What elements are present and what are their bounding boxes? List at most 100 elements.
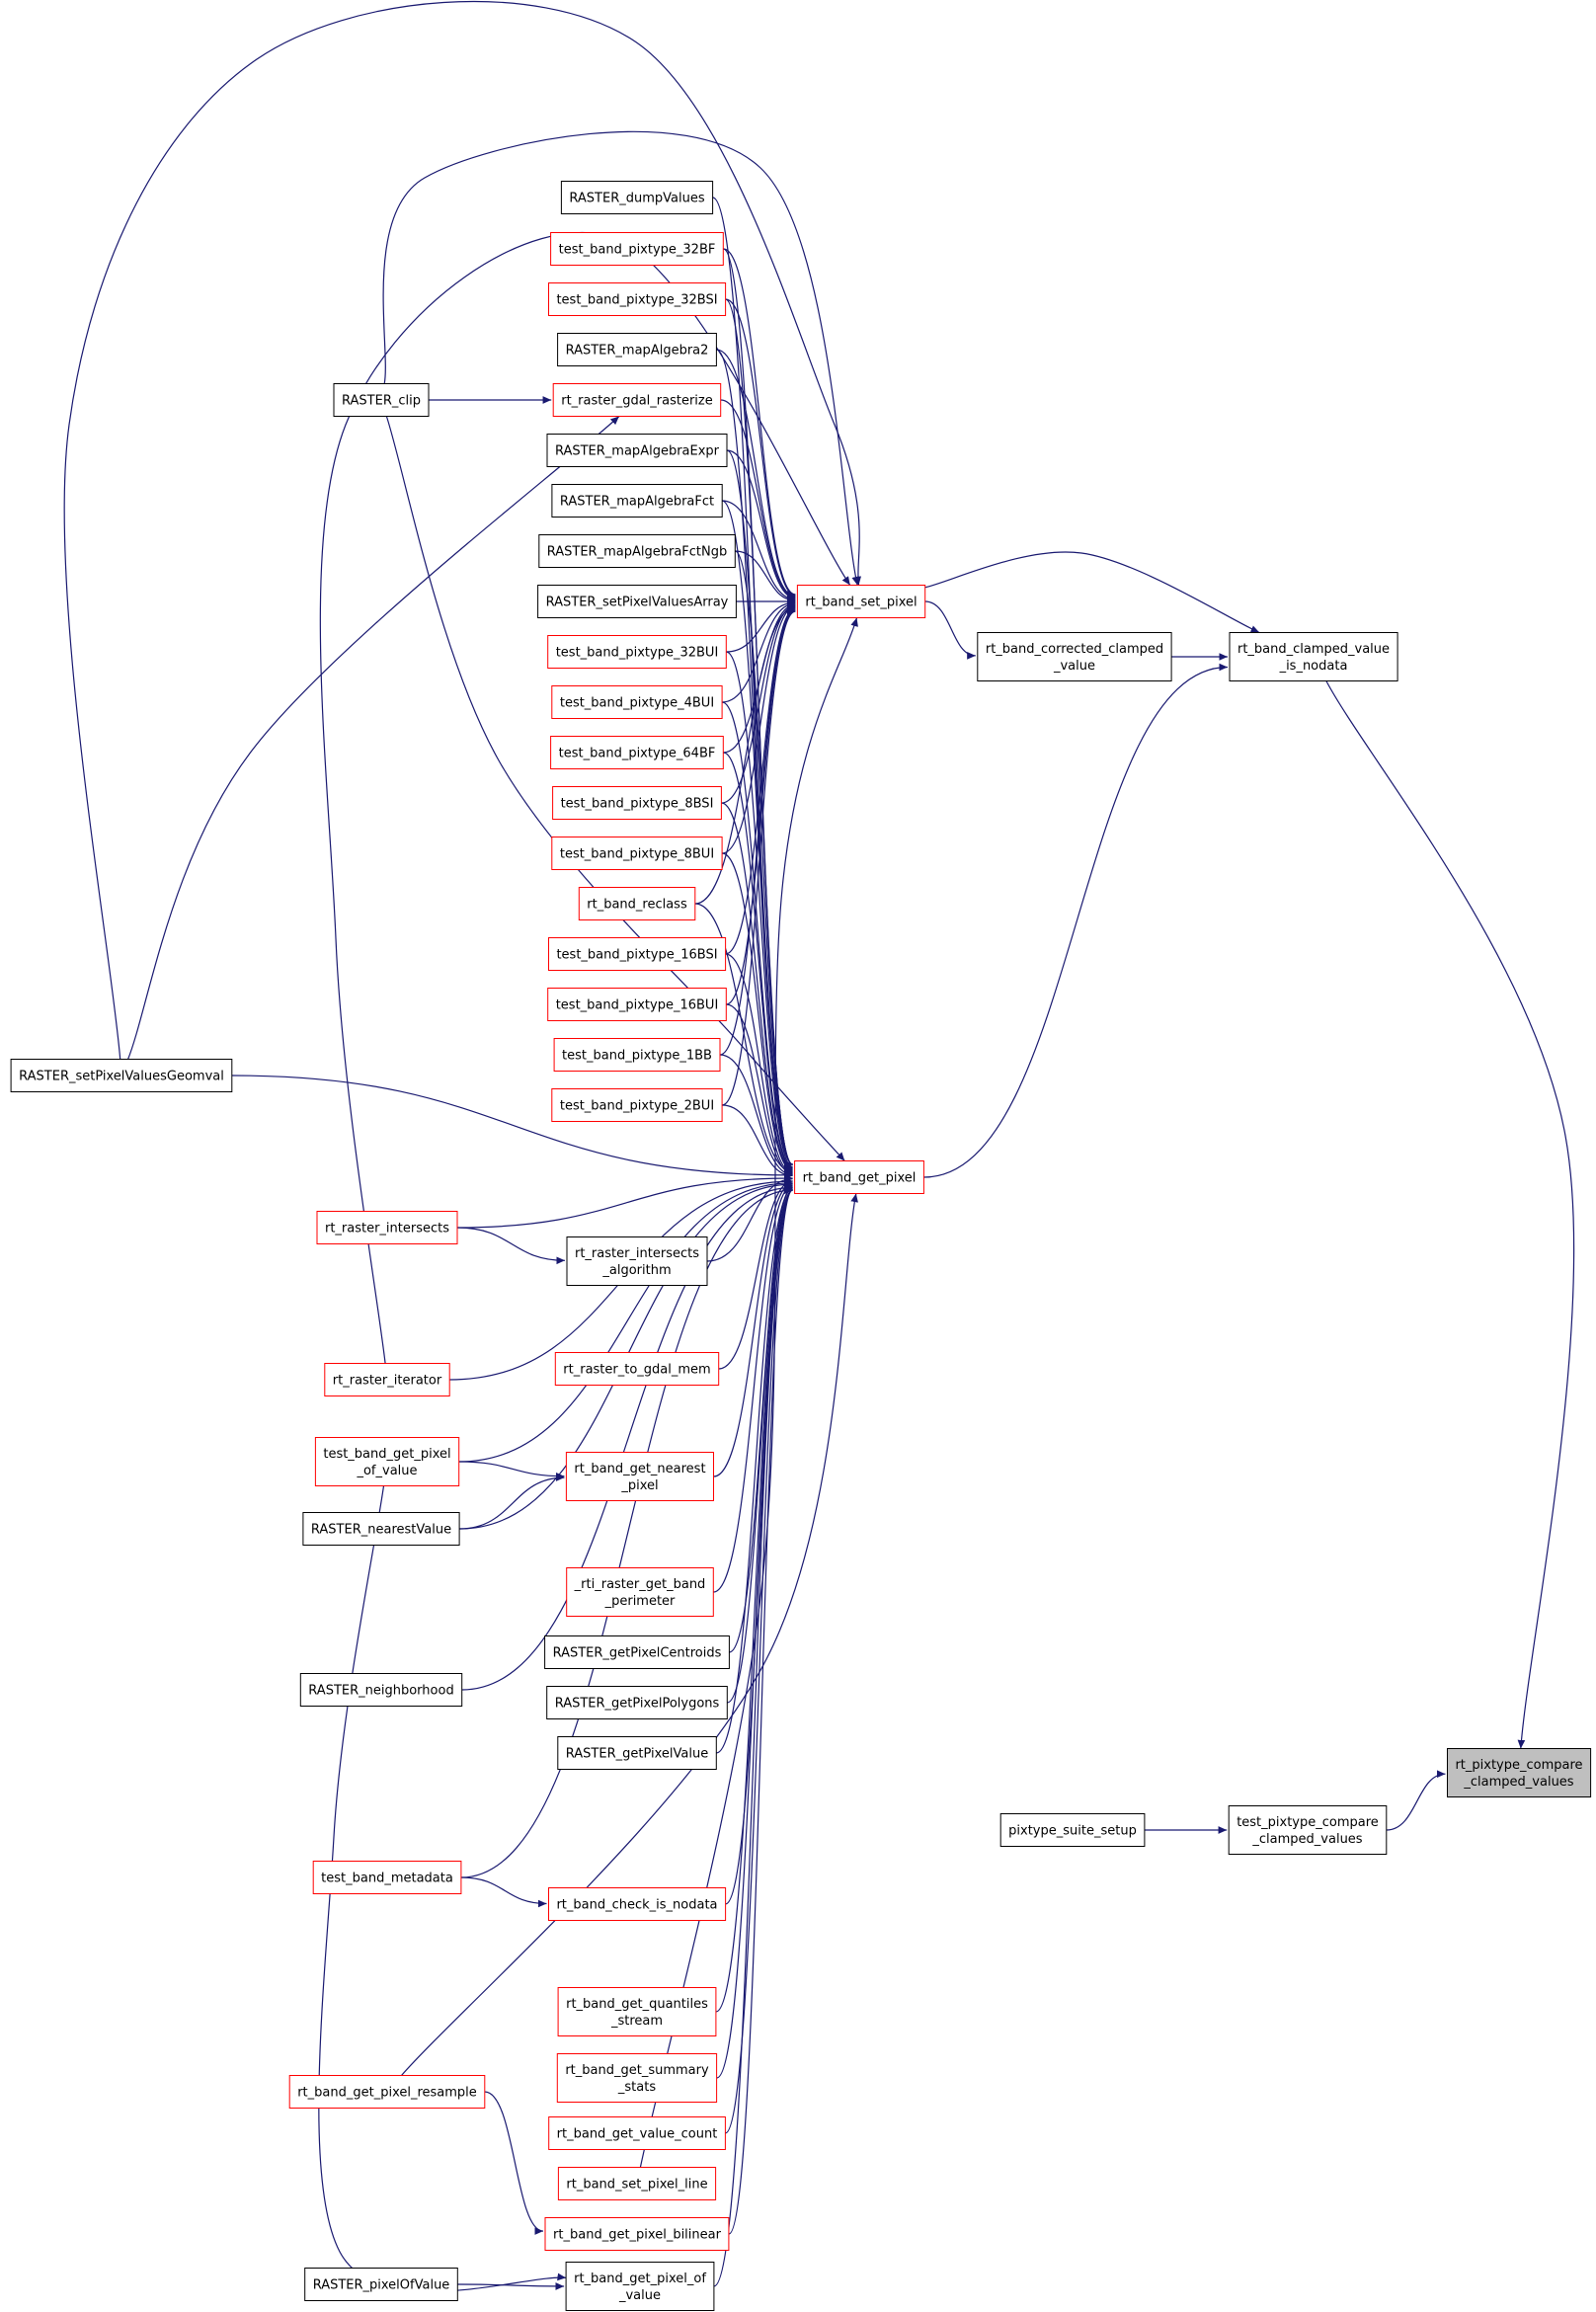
graph-node-test_band_pixtype_4BUI[interactable]: test_band_pixtype_4BUI [551, 685, 723, 719]
graph-node-RASTER_nearestValue[interactable]: RASTER_nearestValue [302, 1512, 460, 1546]
graph-node-rt_band_set_pixel_line[interactable]: rt_band_set_pixel_line [557, 2167, 717, 2200]
graph-node-rt_band_get_summary_stats[interactable]: rt_band_get_summary_stats [556, 2053, 718, 2103]
graph-node-test_band_pixtype_32BUI[interactable]: test_band_pixtype_32BUI [547, 635, 727, 669]
graph-node-test_band_pixtype_64BF[interactable]: test_band_pixtype_64BF [550, 736, 724, 769]
call-edge-test_band_pixtype_8BUI--rt_band_get_pixel [722, 852, 793, 1175]
graph-node-RASTER_mapAlgebraFct[interactable]: RASTER_mapAlgebraFct [551, 484, 723, 518]
graph-node-test_band_pixtype_8BUI[interactable]: test_band_pixtype_8BUI [551, 837, 723, 870]
graph-node-test_band_pixtype_16BUI[interactable]: test_band_pixtype_16BUI [547, 988, 727, 1021]
graph-node-label: rt_band_get_quantiles_stream [566, 1997, 708, 2029]
graph-node-RASTER_getPixelCentroids[interactable]: RASTER_getPixelCentroids [544, 1635, 730, 1669]
graph-node-label: RASTER_setPixelValuesGeomval [19, 1070, 224, 1084]
call-edge-test_band_get_pixel_of_value--rt_band_get_nearest_pixel [458, 1461, 565, 1480]
graph-node-rt_band_clamped_value_is_nodata[interactable]: rt_band_clamped_value_is_nodata [1229, 632, 1398, 681]
call-edge-RASTER_mapAlgebraExpr--rt_band_get_pixel [726, 449, 794, 1168]
call-edge-RASTER_setPixelValuesGeomval--rt_band_set_pixel [63, 0, 862, 1060]
graph-node-rt_raster_intersects[interactable]: rt_raster_intersects [316, 1211, 458, 1244]
call-edge-_rti_raster_get_band_perimeter--rt_band_get_pixel [713, 1181, 793, 1593]
graph-node-label: rt_band_get_nearest_pixel [574, 1462, 705, 1493]
graph-node-rt_raster_to_gdal_mem[interactable]: rt_raster_to_gdal_mem [554, 1352, 720, 1386]
graph-node-RASTER_setPixelValuesGeomval[interactable]: RASTER_setPixelValuesGeomval [10, 1059, 233, 1092]
call-edge-RASTER_mapAlgebraFct--rt_band_set_pixel [722, 500, 796, 603]
graph-node-label: test_pixtype_compare_clamped_values [1237, 1815, 1379, 1847]
graph-node-label: test_band_pixtype_16BSI [556, 948, 717, 963]
graph-node-label: test_band_pixtype_64BF [559, 747, 716, 761]
graph-node-test_band_metadata[interactable]: test_band_metadata [312, 1861, 462, 1894]
call-edge-RASTER_clip--rt_band_set_pixel [382, 130, 859, 586]
graph-node-label: test_band_pixtype_32BUI [556, 646, 719, 661]
graph-node-label: RASTER_getPixelPolygons [555, 1697, 720, 1712]
graph-node-label: RASTER_mapAlgebraExpr [555, 444, 720, 459]
graph-node-label: RASTER_clip [342, 394, 421, 409]
graph-node-RASTER_dumpValues[interactable]: RASTER_dumpValues [560, 181, 714, 214]
call-edge-RASTER_setPixelValuesGeomval--rt_raster_gdal_rasterize [127, 416, 620, 1060]
graph-node-rt_pixtype_compare_clamped_values[interactable]: rt_pixtype_compare_clamped_values [1447, 1748, 1592, 1797]
graph-node-RASTER_mapAlgebraFctNgb[interactable]: RASTER_mapAlgebraFctNgb [538, 534, 736, 568]
call-edge-RASTER_getPixelPolygons--rt_band_get_pixel [727, 1183, 793, 1704]
call-edge-test_band_pixtype_2BUI--rt_band_get_pixel [722, 1104, 793, 1180]
graph-node-label: rt_band_set_pixel [805, 596, 917, 610]
call-edge-rt_band_get_pixel_bilinear--rt_band_get_pixel [728, 1186, 794, 2235]
call-edge-rt_band_set_pixel--rt_band_corrected_clamped_value [924, 600, 976, 660]
graph-node-RASTER_clip[interactable]: RASTER_clip [333, 383, 430, 417]
graph-node-label: _rti_raster_get_band_perimeter [574, 1577, 706, 1609]
graph-node-label: rt_raster_intersects_algorithm [575, 1246, 699, 1278]
graph-node-rt_band_get_pixel_bilinear[interactable]: rt_band_get_pixel_bilinear [544, 2217, 730, 2251]
graph-node-label: rt_band_get_summary_stats [565, 2063, 709, 2095]
call-edge-test_band_get_pixel_of_value--rt_band_get_pixel [458, 1178, 793, 1463]
call-edge-RASTER_mapAlgebraExpr--rt_band_set_pixel [726, 449, 796, 602]
call-edge-RASTER_mapAlgebra2--rt_band_set_pixel [716, 349, 796, 600]
graph-node-label: rt_band_get_value_count [557, 2127, 718, 2142]
graph-node-rt_raster_gdal_rasterize[interactable]: rt_raster_gdal_rasterize [552, 383, 722, 417]
graph-node-_rti_raster_get_band_perimeter[interactable]: _rti_raster_get_band_perimeter [566, 1567, 714, 1617]
graph-node-rt_band_get_value_count[interactable]: rt_band_get_value_count [548, 2116, 726, 2150]
call-edge-test_band_pixtype_1BB--rt_band_get_pixel [719, 1054, 793, 1179]
graph-node-label: RASTER_mapAlgebra2 [566, 344, 709, 359]
graph-node-rt_band_get_pixel_resample[interactable]: rt_band_get_pixel_resample [288, 2075, 486, 2109]
call-edge-rt_band_get_nearest_pixel--rt_band_get_pixel [713, 1179, 793, 1477]
graph-node-label: rt_band_clamped_value_is_nodata [1237, 642, 1390, 674]
graph-node-label: RASTER_pixelOfValue [313, 2278, 450, 2293]
graph-node-label: rt_raster_iterator [333, 1374, 442, 1389]
call-edge-test_band_metadata--rt_band_get_pixel [460, 1186, 793, 1878]
call-edge-rt_raster_gdal_rasterize--rt_band_set_pixel [720, 399, 796, 601]
graph-node-label: test_band_pixtype_2BUI [560, 1099, 714, 1114]
graph-node-RASTER_mapAlgebraExpr[interactable]: RASTER_mapAlgebraExpr [546, 434, 728, 467]
graph-node-RASTER_setPixelValuesArray[interactable]: RASTER_setPixelValuesArray [537, 585, 737, 618]
graph-node-pixtype_suite_setup[interactable]: pixtype_suite_setup [999, 1813, 1146, 1847]
graph-node-test_band_pixtype_32BF[interactable]: test_band_pixtype_32BF [550, 232, 724, 266]
graph-node-test_band_pixtype_32BSI[interactable]: test_band_pixtype_32BSI [548, 282, 727, 316]
graph-node-test_band_get_pixel_of_value[interactable]: test_band_get_pixel_of_value [314, 1437, 460, 1486]
graph-node-label: rt_band_corrected_clamped_value [986, 642, 1163, 674]
graph-node-label: rt_raster_to_gdal_mem [563, 1363, 710, 1378]
graph-node-rt_band_check_is_nodata[interactable]: rt_band_check_is_nodata [548, 1887, 727, 1921]
graph-node-rt_band_get_nearest_pixel[interactable]: rt_band_get_nearest_pixel [565, 1452, 715, 1501]
call-edge-test_band_pixtype_16BUI--rt_band_get_pixel [726, 1003, 793, 1178]
graph-node-label: RASTER_mapAlgebraFctNgb [547, 545, 728, 560]
graph-node-rt_band_get_pixel_of_value[interactable]: rt_band_get_pixel_of_value [565, 2262, 715, 2311]
graph-node-label: RASTER_getPixelCentroids [553, 1646, 722, 1661]
graph-node-test_pixtype_compare_clamped_values[interactable]: test_pixtype_compare_clamped_values [1228, 1805, 1388, 1855]
graph-node-RASTER_getPixelPolygons[interactable]: RASTER_getPixelPolygons [546, 1686, 728, 1719]
call-edge-RASTER_mapAlgebraFct--rt_band_get_pixel [721, 500, 793, 1168]
call-edge-test_band_pixtype_32BF--rt_band_get_pixel [722, 248, 794, 1168]
graph-node-test_band_pixtype_1BB[interactable]: test_band_pixtype_1BB [553, 1038, 721, 1072]
graph-node-RASTER_pixelOfValue[interactable]: RASTER_pixelOfValue [304, 2268, 458, 2301]
graph-node-rt_band_corrected_clamped_value[interactable]: rt_band_corrected_clamped_value [977, 632, 1172, 681]
graph-node-RASTER_mapAlgebra2[interactable]: RASTER_mapAlgebra2 [557, 333, 717, 366]
call-edge-rt_raster_intersects--rt_raster_intersects_algorithm [456, 1227, 566, 1265]
graph-node-rt_raster_intersects_algorithm[interactable]: rt_raster_intersects_algorithm [566, 1236, 708, 1286]
graph-node-rt_band_set_pixel[interactable]: rt_band_set_pixel [796, 585, 926, 618]
graph-node-RASTER_getPixelValue[interactable]: RASTER_getPixelValue [557, 1736, 717, 1770]
graph-node-label: RASTER_setPixelValuesArray [546, 596, 729, 610]
graph-node-RASTER_neighborhood[interactable]: RASTER_neighborhood [299, 1673, 463, 1707]
edge-layer [63, 0, 1575, 2292]
graph-node-rt_band_reclass[interactable]: rt_band_reclass [578, 887, 696, 920]
call-edge-rt_band_get_pixel_of_value--rt_band_get_pixel [713, 1186, 794, 2287]
graph-node-test_band_pixtype_16BSI[interactable]: test_band_pixtype_16BSI [548, 937, 727, 971]
graph-node-test_band_pixtype_2BUI[interactable]: test_band_pixtype_2BUI [551, 1088, 723, 1122]
graph-node-rt_band_get_quantiles_stream[interactable]: rt_band_get_quantiles_stream [557, 1987, 717, 2036]
graph-node-rt_raster_iterator[interactable]: rt_raster_iterator [324, 1363, 450, 1396]
graph-node-rt_band_get_pixel[interactable]: rt_band_get_pixel [794, 1160, 924, 1194]
graph-node-test_band_pixtype_8BSI[interactable]: test_band_pixtype_8BSI [552, 786, 722, 820]
